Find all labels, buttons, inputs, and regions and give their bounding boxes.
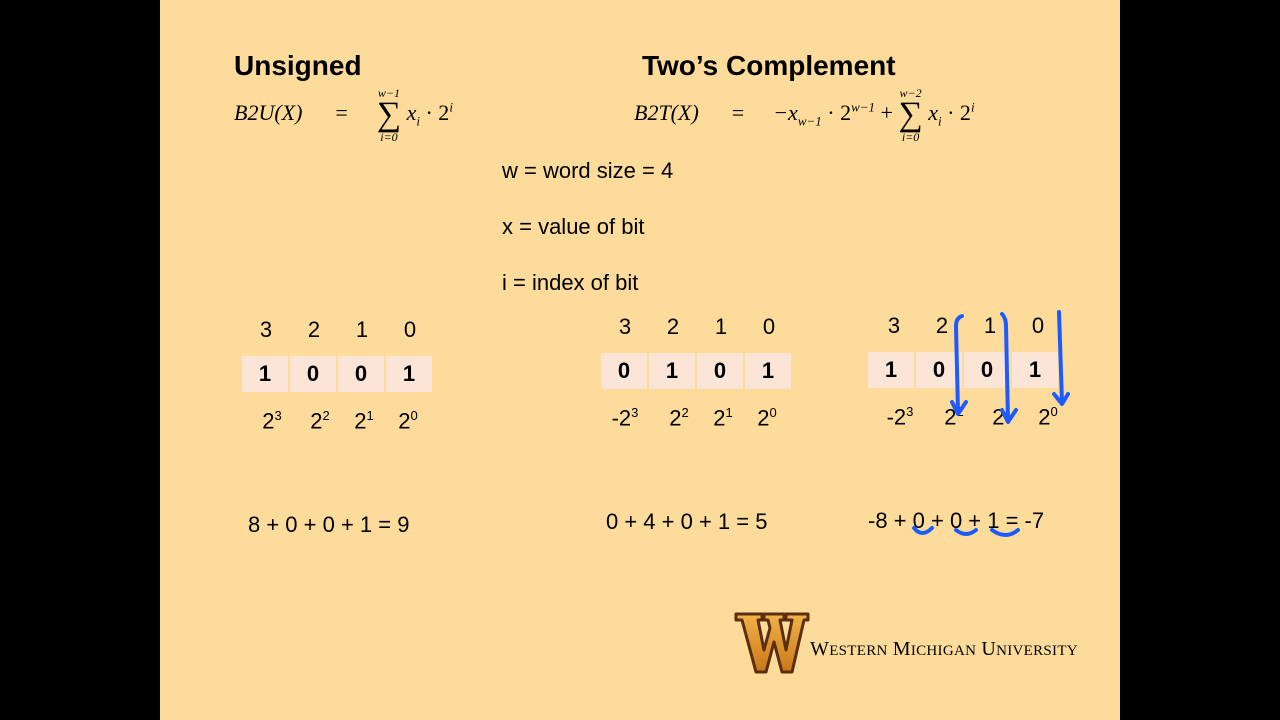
neg-exp: w−1 <box>851 99 876 115</box>
twos-complement-heading: Two’s Complement <box>642 50 896 81</box>
example2-sum: 0 + 4 + 0 + 1 = 5 <box>606 509 768 534</box>
bit-index: 3 <box>259 317 273 342</box>
bit-cell: 0 <box>964 352 1010 388</box>
term-rest: · 2 <box>419 100 450 126</box>
example3-indices: 3 2 1 0 <box>868 313 1068 341</box>
example2-powers: -23 22 21 20 <box>601 405 801 433</box>
neg-rest: · 2 <box>821 100 852 126</box>
plus-sign: + <box>880 100 893 126</box>
power-term: 20 <box>757 405 777 431</box>
bit-index: 2 <box>307 317 321 342</box>
term-sub: i <box>937 113 942 129</box>
bit-index: 3 <box>618 314 632 339</box>
bit-cell: 0 <box>601 353 647 389</box>
annotation-underline-1 <box>912 526 934 535</box>
term-rest: · 2 <box>941 100 971 126</box>
power-term: 20 <box>398 408 418 434</box>
bit-cell: 1 <box>649 353 695 389</box>
university-name: WESTERN MICHIGAN UNIVERSITY <box>810 638 1078 660</box>
wmu-w-logo-icon: W <box>734 612 810 674</box>
annotation-arrowhead-1 <box>950 400 968 416</box>
example3-bit-row: 1 0 0 1 <box>868 352 1058 388</box>
formula-lhs: B2U(X) <box>234 100 303 126</box>
formula-equals: = <box>335 100 348 126</box>
bit-cell: 1 <box>745 353 791 389</box>
bit-cell: 0 <box>697 353 743 389</box>
power-term: 21 <box>713 405 733 431</box>
neg-term: −x <box>773 100 798 126</box>
summation: w−2 ∑ i=0 <box>898 86 923 144</box>
power-term: -23 <box>886 404 914 430</box>
unsigned-heading: Unsigned <box>234 50 362 81</box>
definition-bit-index: i = index of bit <box>502 270 639 295</box>
annotation-underline-3 <box>990 528 1020 537</box>
annotation-arrowhead-2 <box>1000 408 1018 424</box>
bit-index: 1 <box>714 314 728 339</box>
neg-sub: w−1 <box>797 113 822 129</box>
definition-word-size: w = word size = 4 <box>502 158 674 183</box>
bit-cell: 0 <box>916 352 962 388</box>
bit-index: 0 <box>762 314 776 339</box>
example2-bit-row: 0 1 0 1 <box>601 353 791 389</box>
bit-cell: 1 <box>1012 352 1058 388</box>
power-term: 20 <box>1038 404 1058 430</box>
bit-index: 2 <box>666 314 680 339</box>
handwritten-annotations <box>912 310 1070 537</box>
annotation-arrowhead-3 <box>1052 392 1070 406</box>
bit-index: 0 <box>403 317 417 342</box>
sum-upper: w−2 <box>899 86 922 100</box>
sum-lower: i=0 <box>380 130 398 144</box>
annotation-arrow-3 <box>1057 310 1064 404</box>
summation: w−1 ∑ i=0 <box>376 86 402 144</box>
annotation-arrow-2 <box>1000 312 1010 422</box>
slide: Unsigned Two’s Complement B2U(X) = w−1 ∑… <box>160 0 1120 720</box>
term-x: x <box>928 100 938 126</box>
term-x: x <box>406 100 417 126</box>
unsigned-formula: B2U(X) = w−1 ∑ i=0 xi · 2i <box>234 86 453 144</box>
twos-formula: B2T(X) = −xw−1 · 2w−1 + w−2 ∑ i=0 xi · 2… <box>634 86 975 144</box>
bit-index: 3 <box>887 313 901 338</box>
term-exp: i <box>970 99 975 115</box>
bit-cell: 1 <box>868 352 914 388</box>
sum-lower: i=0 <box>901 130 920 144</box>
bit-index: 0 <box>1031 313 1045 338</box>
annotation-underline-2 <box>954 528 978 536</box>
formula-equals: = <box>731 100 745 126</box>
example1-powers: 23 22 21 20 <box>242 408 442 436</box>
formula-lhs: B2T(X) <box>634 100 699 126</box>
power-term: 22 <box>310 408 330 434</box>
term-exp: i <box>449 99 453 115</box>
bit-cell: 0 <box>290 356 336 392</box>
power-term: 22 <box>669 405 689 431</box>
svg-text:W: W <box>772 659 773 661</box>
definition-bit-value: x = value of bit <box>502 214 645 239</box>
annotation-arrow-1 <box>954 314 964 414</box>
sum-upper: w−1 <box>377 86 401 100</box>
power-term: 23 <box>262 408 282 434</box>
bit-cell: 1 <box>242 356 288 392</box>
term-sub: i <box>416 113 420 129</box>
example1-sum: 8 + 0 + 0 + 1 = 9 <box>248 512 410 537</box>
example1-bit-row: 1 0 0 1 <box>242 356 432 392</box>
bit-index: 1 <box>983 313 997 338</box>
example1-indices: 3 2 1 0 <box>242 317 442 345</box>
power-term: -23 <box>611 405 639 431</box>
example2-indices: 3 2 1 0 <box>601 314 801 342</box>
bit-cell: 0 <box>338 356 384 392</box>
power-term: 21 <box>354 408 374 434</box>
bit-cell: 1 <box>386 356 432 392</box>
bit-index: 1 <box>355 317 369 342</box>
bit-index: 2 <box>935 313 949 338</box>
